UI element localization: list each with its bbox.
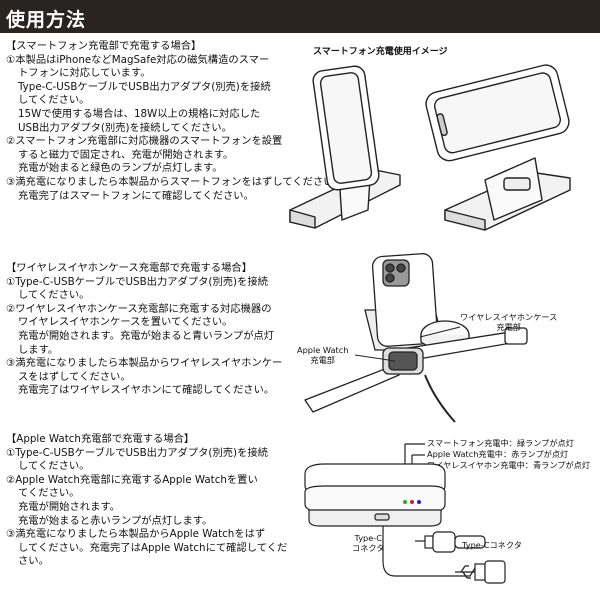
instruction-line: 充電が開始されます。 xyxy=(18,500,120,513)
watch-charger-label: Apple Watch 充電部 xyxy=(297,345,349,365)
instruction-line: すると磁力で固定され、充電が開始されます。 xyxy=(18,148,234,161)
instruction-line: してください。 xyxy=(18,460,90,473)
instruction-line: ①Type-C-USBケーブルでUSB出力アダプタ(別売)を接続 xyxy=(6,275,268,288)
instruction-line: USB出力アダプタ(別売)を接続してください。 xyxy=(18,121,232,134)
lamp-red-label: Apple Watch充電中：赤ランプが点灯 xyxy=(427,449,569,459)
earphone-label-leader xyxy=(419,326,461,338)
instruction-line: 充電が始まると緑色のランプが点灯します。 xyxy=(18,162,223,175)
instruction-line: します。 xyxy=(18,343,59,356)
instruction-line: スをはずしてください。 xyxy=(18,370,131,383)
instruction-line: Type-C-USBケーブルでUSB出力アダプタ(別売)を接続 xyxy=(18,80,271,93)
instruction-line: ①Type-C-USBケーブルでUSB出力アダプタ(別売)を接続 xyxy=(6,446,268,459)
smartphone-stand-illustration xyxy=(289,64,571,231)
section-heading: 【スマートフォン充電部で充電する場合】 xyxy=(6,40,202,52)
instruction-line: 充電完了はスマートフォンにて確認してください。 xyxy=(18,189,254,202)
section-heading: 【ワイヤレスイヤホンケース充電部で充電する場合】 xyxy=(6,262,252,274)
instruction-line: 充電が始まると赤いランプが点灯します。 xyxy=(18,514,213,527)
typec-connector-label: Type-C コネクタ xyxy=(352,533,385,553)
section-earphone: 【ワイヤレスイヤホンケース充電部で充電する場合】 ①Type-C-USBケーブル… xyxy=(6,262,283,398)
header-bar: 使用方法 xyxy=(0,0,600,33)
instruction-line: ワイヤレスイヤホンケースを置いてください。 xyxy=(18,316,233,329)
instruction-line: してください。 xyxy=(18,94,90,107)
lamp-blue-label: ワイヤレスイヤホン充電中：青ランプが点灯 xyxy=(427,460,591,470)
instruction-line: ②スマートフォン充電部に対応機器のスマートフォンを設置 xyxy=(6,135,283,148)
instruction-line: ②ワイヤレスイヤホンケース充電部に充電する対応機器の xyxy=(6,302,272,315)
watch-label-leader xyxy=(354,354,396,362)
instruction-line: ①本製品はiPhoneなどMagSafe対応の磁気構造のスマー xyxy=(6,53,270,66)
instruction-line: 充電が開始されます。充電が始まると青いランプが点灯 xyxy=(18,329,275,342)
instruction-line: さい。 xyxy=(18,555,49,568)
instruction-line: してください。充電完了はApple Watchにて確認してくだ xyxy=(18,541,288,554)
section-apple-watch: 【Apple Watch充電部で充電する場合】 ①Type-C-USBケーブルで… xyxy=(6,433,288,569)
instruction-line: してください。 xyxy=(18,289,90,302)
phone-image-title: スマートフォン充電使用イメージ xyxy=(313,47,448,57)
instruction-line: 15Wで使用する場合は、18W以上の規格に対応した xyxy=(18,107,261,120)
instruction-line: ③満充電になりましたら本製品からワイヤレスイヤホンケー xyxy=(6,357,283,370)
lamp-green-label: スマートフォン充電中：緑ランプが点灯 xyxy=(427,438,574,448)
instruction-line: トフォンに対応しています。 xyxy=(18,67,151,80)
multi-charger-illustration xyxy=(304,253,528,423)
section-heading: 【Apple Watch充電部で充電する場合】 xyxy=(6,433,195,445)
instruction-line: ③満充電になりましたら本製品からApple Watchをはず xyxy=(6,528,266,541)
page-title: 使用方法 xyxy=(6,9,87,31)
section-smartphone: 【スマートフォン充電部で充電する場合】 ①本製品はiPhoneなどMagSafe… xyxy=(6,40,344,203)
instruction-line: ③満充電になりましたら本製品からスマートフォンをはずしてください。 xyxy=(6,175,344,188)
instruction-line: てください。 xyxy=(18,487,80,500)
side-view-illustration xyxy=(304,443,506,584)
instruction-line: ②Apple Watch充電部に充電するApple Watchを置い xyxy=(6,473,258,486)
typec-connector-right-label: Type-Cコネクタ xyxy=(462,540,522,550)
instruction-line: 充電完了はワイヤレスイヤホンにて確認してください。 xyxy=(18,384,275,397)
earphone-charger-label: ワイヤレスイヤホンケース 充電部 xyxy=(460,312,558,332)
